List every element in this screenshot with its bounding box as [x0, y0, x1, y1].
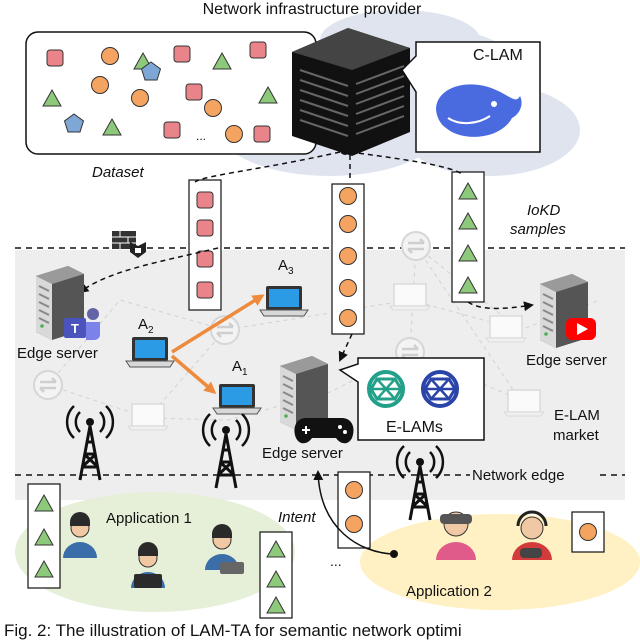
firewall-icon — [112, 231, 146, 258]
app2-label: Application 2 — [406, 583, 492, 600]
figure-caption: Fig. 2: The illustration of LAM-TA for s… — [4, 621, 462, 640]
dataset-box: ... — [25, 31, 317, 155]
hub-node — [340, 145, 350, 155]
agent-a1-label: A1 — [232, 358, 248, 378]
intent-label: Intent — [278, 509, 316, 526]
svg-text:E-LAMs: E-LAMs — [386, 419, 443, 436]
laptop-icon — [259, 285, 309, 317]
elams-box: E-LAMs — [338, 357, 485, 441]
distribution-arrows — [78, 151, 534, 362]
edge-server-right-label: Edge server — [526, 352, 607, 369]
elam-market-label-2: market — [553, 427, 600, 444]
idle-laptop-icon — [389, 283, 431, 311]
app1-label: Application 1 — [106, 510, 192, 527]
edge-server-center-label: Edge server — [262, 445, 343, 462]
svg-text:C-LAM: C-LAM — [473, 47, 523, 64]
youtube-icon — [566, 318, 596, 340]
app1-sample-column-right — [259, 531, 293, 619]
laptop-icon — [134, 574, 162, 588]
intent-arrow — [313, 470, 393, 555]
intent-sample-column — [337, 471, 371, 549]
user-icon — [436, 511, 476, 560]
collaboration-arrows — [170, 294, 265, 394]
edge-server-left-label: Edge server — [17, 345, 98, 362]
whale-icon — [436, 84, 522, 137]
network-edge-label: Network edge — [472, 467, 565, 484]
intent-source-node — [390, 550, 398, 558]
idle-laptop-icon — [127, 403, 169, 431]
laptop-icon — [125, 336, 175, 368]
app2-sample-column — [571, 511, 605, 553]
svg-text:...: ... — [196, 129, 206, 143]
dataset-label: Dataset — [92, 164, 145, 181]
app2-region — [360, 514, 640, 610]
rack-server-icon — [292, 28, 410, 156]
laptop-icon — [212, 383, 262, 415]
idle-laptop-icon — [485, 315, 527, 343]
provider-label: Network infrastructure provider — [203, 1, 422, 18]
laptop-icon — [220, 562, 244, 574]
sample-column-squares — [188, 179, 222, 311]
elam-market-label-1: E-LAM — [554, 407, 600, 424]
teams-icon: T — [64, 308, 100, 341]
app1-sample-column — [27, 483, 61, 589]
intent-ellipsis: ... — [330, 553, 342, 569]
agent-a2-label: A2 — [138, 316, 154, 336]
sample-column-circles — [331, 183, 365, 335]
iokd-label: IoKD — [527, 202, 561, 219]
router-icon — [32, 369, 64, 401]
user-icon — [512, 510, 552, 560]
svg-text:T: T — [71, 321, 79, 336]
idle-laptop-icon — [503, 389, 545, 417]
router-icon — [400, 230, 432, 262]
clam-box: C-LAM — [401, 41, 541, 153]
samples-label: samples — [510, 221, 566, 238]
sample-column-triangles — [451, 171, 485, 303]
agent-a3-label: A3 — [278, 257, 294, 277]
gamepad-icon — [294, 418, 354, 444]
